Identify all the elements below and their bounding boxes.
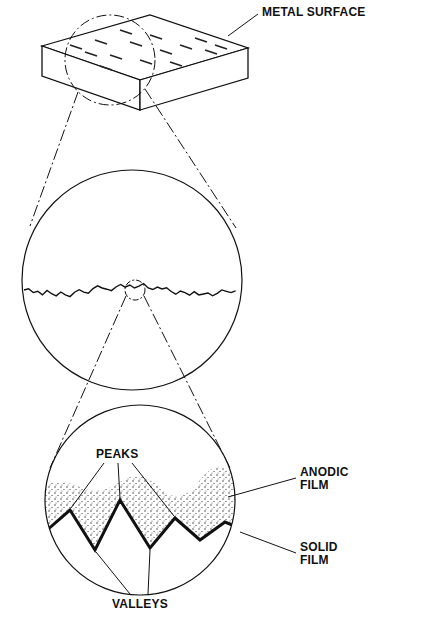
part-label: PEAKS <box>96 448 138 461</box>
part-label: ANODIC FILM <box>300 466 362 492</box>
magnify-circle <box>125 280 145 300</box>
part-label: VALLEYS <box>112 598 168 611</box>
part-label: METAL SURFACE <box>262 6 366 19</box>
surface-profile <box>24 284 236 297</box>
leader-line <box>228 14 258 36</box>
leader-lines <box>71 463 296 594</box>
magnify-circle <box>65 15 155 105</box>
enlarged-view <box>45 405 235 595</box>
projection-line <box>145 89 236 228</box>
anodic-film <box>38 467 244 550</box>
enlarged-view <box>22 170 242 390</box>
projection-line <box>30 92 78 226</box>
metal-block <box>42 15 248 110</box>
part-label: SOLID FILM <box>300 541 352 567</box>
solid-film <box>38 500 244 550</box>
